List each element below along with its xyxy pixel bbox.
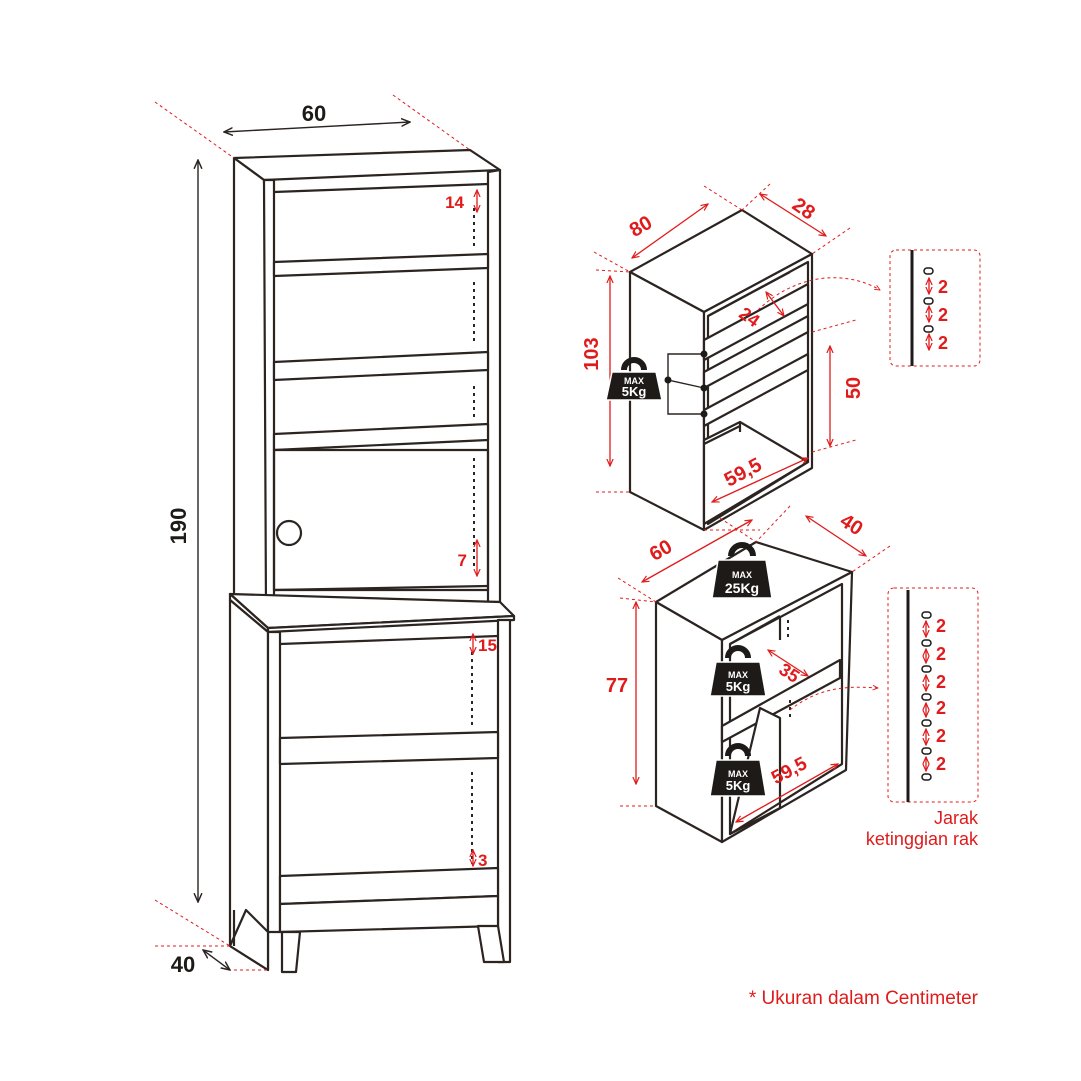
upper-spacing-bottom: 7 bbox=[458, 551, 467, 570]
adjust-top-step-1: 2 bbox=[938, 277, 948, 297]
upper-spacing-top: 14 bbox=[445, 193, 464, 212]
adjust-bottom-step-1: 2 bbox=[936, 616, 946, 636]
adjust-bottom-step-4: 2 bbox=[936, 698, 946, 718]
weight-top-unit-kg: 5Kg bbox=[622, 384, 647, 399]
top-width-label: 80 bbox=[626, 212, 656, 242]
bottom-width-label: 60 bbox=[646, 536, 676, 566]
lower-spacing-top: 15 bbox=[478, 636, 497, 655]
tall-width-label: 60 bbox=[302, 101, 326, 126]
weight-bottom-top: MAX 25Kg bbox=[711, 542, 773, 599]
adjust-bottom-step-2: 2 bbox=[936, 644, 946, 664]
weight-bottom-shelf: MAX 5Kg bbox=[709, 645, 767, 697]
caption-line2: ketinggian rak bbox=[866, 829, 979, 849]
peg-hole bbox=[921, 747, 932, 755]
tall-depth-label: 40 bbox=[171, 952, 195, 977]
weight-top-unit: MAX 5Kg bbox=[605, 357, 663, 401]
door-knob bbox=[275, 519, 303, 547]
tall-height-label: 190 bbox=[166, 508, 191, 545]
weight-bottom-shelf-kg: 5Kg bbox=[726, 679, 751, 694]
weight-top-unit-max: MAX bbox=[624, 376, 644, 386]
weight-bottom-floor: MAX 5Kg bbox=[709, 743, 767, 797]
weight-bottom-top-max: MAX bbox=[732, 570, 752, 580]
peg-hole bbox=[921, 719, 932, 727]
top-unit: 80 28 103 24 50 59,5 bbox=[581, 183, 880, 532]
lower-spacing-bottom: 3 bbox=[478, 851, 487, 870]
top-height-label: 103 bbox=[581, 337, 603, 370]
adjust-bottom-step-5: 2 bbox=[936, 726, 946, 746]
adjust-bottom-step-6: 2 bbox=[936, 754, 946, 774]
weight-bottom-shelf-max: MAX bbox=[728, 670, 748, 680]
weight-bottom-top-kg: 25Kg bbox=[725, 580, 759, 596]
peg-hole bbox=[921, 693, 932, 701]
peg-hole bbox=[921, 665, 932, 673]
adjust-top-step-2: 2 bbox=[938, 305, 948, 325]
weight-bottom-floor-kg: 5Kg bbox=[726, 778, 751, 793]
weight-bottom-floor-max: MAX bbox=[728, 769, 748, 779]
adjust-detail-bottom: 2 2 2 2 2 2 bbox=[887, 587, 979, 803]
peg-hole bbox=[921, 773, 932, 781]
bottom-depth-label: 40 bbox=[836, 510, 867, 541]
bottom-height-label: 77 bbox=[606, 675, 628, 697]
peg-hole bbox=[921, 639, 932, 647]
adjust-top-step-3: 2 bbox=[938, 333, 948, 353]
adjust-detail-top: 2 2 2 bbox=[889, 249, 981, 367]
top-inner-height-label: 50 bbox=[843, 377, 865, 399]
footnote: * Ukuran dalam Centimeter bbox=[749, 988, 979, 1009]
adjust-bottom-step-3: 2 bbox=[936, 672, 946, 692]
tall-cabinet: 60 190 40 14 7 15 3 bbox=[154, 94, 516, 977]
peg-hole bbox=[921, 611, 932, 619]
caption-line1: Jarak bbox=[934, 808, 979, 828]
top-depth-label: 28 bbox=[788, 194, 819, 225]
